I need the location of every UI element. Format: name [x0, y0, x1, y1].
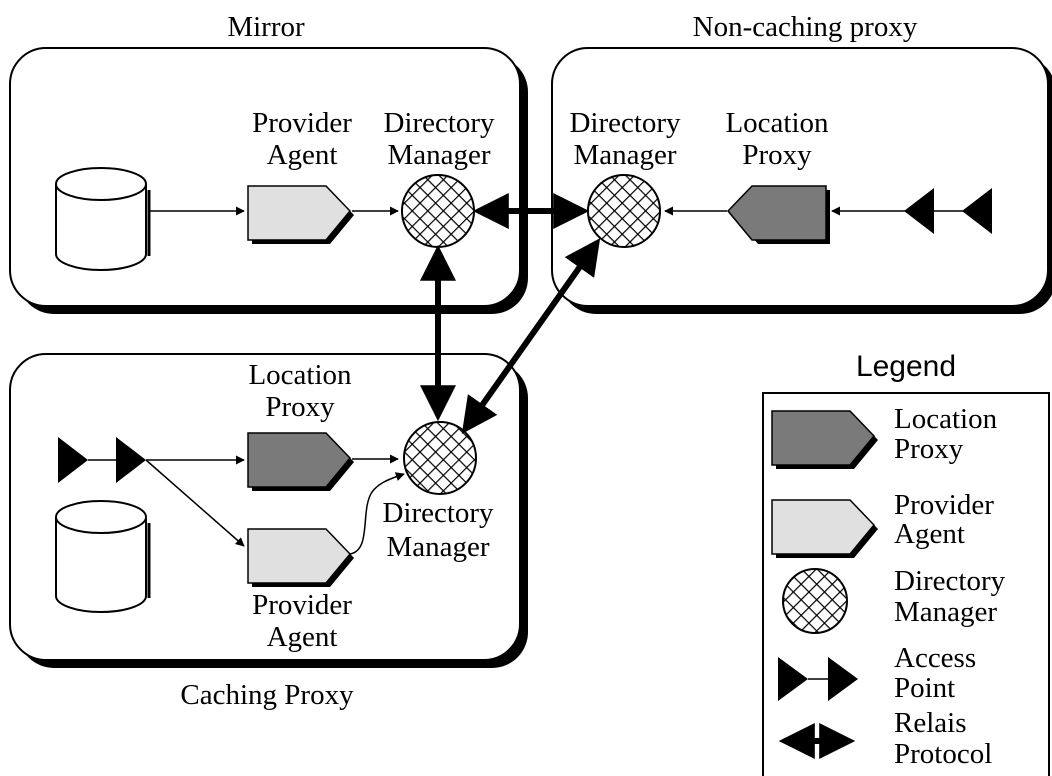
noncaching-region-title: Non-caching proxy	[693, 11, 918, 43]
mirror-directory-manager-icon	[401, 174, 475, 248]
legend-provider-agent-icon	[771, 499, 878, 558]
legend-access-point-icon	[778, 657, 858, 701]
noncaching-location-proxy-label-2: Proxy	[742, 139, 812, 171]
legend-title: Legend	[856, 350, 956, 383]
noncaching-directory-manager-label-2: Manager	[573, 139, 676, 171]
mirror-database-icon	[55, 167, 151, 271]
noncaching-location-proxy-icon	[726, 185, 830, 244]
legend-location-proxy-label-1: Location	[894, 403, 998, 435]
caching-provider-agent-label-1: Provider	[252, 589, 352, 621]
caching-directory-manager-label-2: Manager	[386, 531, 489, 563]
caching-access-to-agent-arrow	[145, 459, 245, 547]
legend-access-point-label-1: Access	[894, 642, 976, 674]
legend-provider-agent-label-2: Agent	[894, 518, 965, 550]
mirror-provider-agent-icon	[247, 185, 354, 244]
caching-directory-manager-label-1: Directory	[382, 497, 494, 529]
legend-directory-manager-label-1: Directory	[894, 565, 1006, 597]
legend-relais-protocol-label-2: Protocol	[894, 738, 992, 770]
caching-provider-agent-label-2: Agent	[267, 621, 338, 653]
legend-directory-manager-icon	[782, 568, 848, 634]
legend-relais-protocol-label-1: Relais	[894, 707, 967, 739]
legend-access-point-label-2: Point	[894, 672, 955, 704]
caching-agent-to-dm-arrow	[349, 472, 405, 555]
relais-link-noncaching-caching	[461, 238, 601, 434]
caching-database-icon	[55, 500, 151, 613]
noncaching-region	[551, 47, 1049, 307]
mirror-provider-agent-label-2: Agent	[267, 139, 338, 171]
caching-access-point-icon	[58, 437, 146, 483]
caching-region-title: Caching Proxy	[180, 679, 354, 711]
mirror-directory-manager-label-2: Manager	[387, 139, 490, 171]
mirror-provider-agent-label-1: Provider	[252, 107, 352, 139]
noncaching-location-proxy-label-1: Location	[725, 107, 829, 139]
noncaching-directory-manager-icon	[587, 174, 661, 248]
noncaching-access-point-icon	[904, 188, 992, 234]
caching-directory-manager-icon	[403, 421, 477, 495]
caching-location-proxy-label-1: Location	[248, 359, 352, 391]
noncaching-directory-manager-label-1: Directory	[569, 107, 681, 139]
caching-location-proxy-icon	[247, 432, 354, 491]
mirror-region-title: Mirror	[227, 11, 305, 43]
legend-directory-manager-label-2: Manager	[894, 596, 997, 628]
caching-provider-agent-icon	[247, 528, 354, 587]
legend-provider-agent-label-1: Provider	[894, 489, 994, 521]
mirror-directory-manager-label-1: Directory	[383, 107, 495, 139]
legend-location-proxy-label-2: Proxy	[894, 433, 964, 465]
caching-location-proxy-label-2: Proxy	[265, 391, 335, 423]
legend-location-proxy-icon	[771, 410, 878, 469]
